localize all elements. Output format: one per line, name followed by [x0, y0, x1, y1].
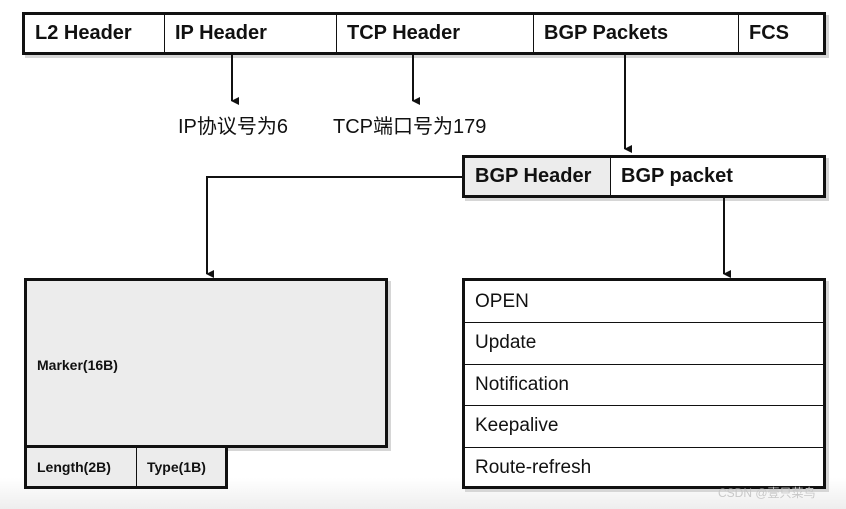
message-type-notification: Notification	[465, 363, 823, 406]
bgp-packets-cell: BGP Packets	[533, 15, 738, 52]
bgp-split-bar: BGP Header BGP packet	[462, 155, 826, 198]
message-type-keepalive: Keepalive	[465, 405, 823, 447]
length-field: Length(2B)	[37, 459, 111, 475]
marker-label: Marker(16B)	[37, 357, 118, 373]
marker-field: Marker(16B)	[24, 278, 388, 448]
length-type-row: Length(2B) Type(1B)	[24, 445, 228, 489]
ip-protocol-note: IP协议号为6	[178, 116, 289, 138]
message-types-list: OPEN Update Notification Keepalive Route…	[462, 278, 826, 489]
tcp-port-note: TCP端口号为179	[333, 116, 487, 138]
tcp-header-cell: TCP Header	[336, 15, 533, 52]
message-type-update: Update	[465, 322, 823, 364]
ip-header-cell: IP Header	[164, 15, 336, 52]
packet-structure-bar: L2 Header IP Header TCP Header BGP Packe…	[22, 12, 826, 55]
watermark: CSDN @壹只菜鸟	[718, 486, 816, 500]
bgp-header-cell: BGP Header	[465, 158, 610, 195]
message-type-open: OPEN	[475, 290, 529, 312]
bgp-header-arrow	[206, 176, 462, 278]
fcs-cell: FCS	[738, 15, 823, 52]
message-type-route-refresh: Route-refresh	[465, 446, 823, 489]
type-field: Type(1B)	[136, 448, 225, 486]
bgp-packet-cell: BGP packet	[610, 158, 823, 195]
l2-header-cell: L2 Header	[35, 22, 132, 44]
